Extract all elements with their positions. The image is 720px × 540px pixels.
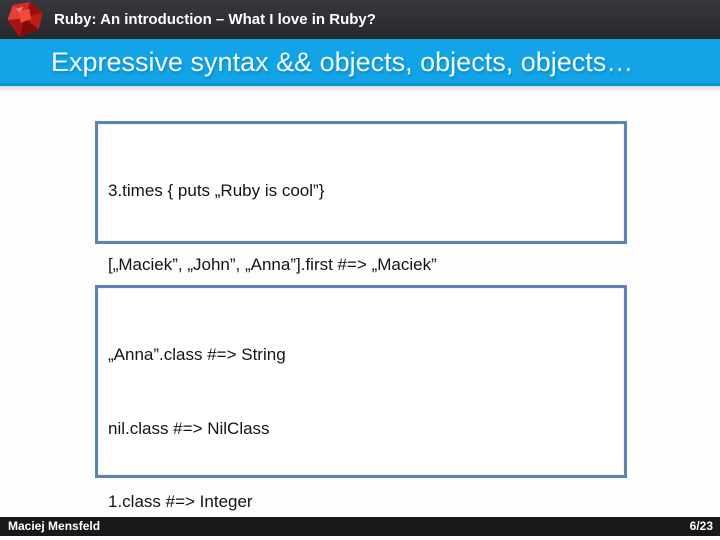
header-bar: Ruby: An introduction – What I love in R…	[0, 0, 720, 39]
code-line: 1.class #=> Integer	[108, 492, 253, 511]
footer-author: Maciej Mensfeld	[8, 519, 101, 533]
title-bar-shadow	[0, 86, 720, 92]
footer-page-number: 6/23	[689, 519, 713, 533]
ruby-logo-icon	[7, 1, 43, 38]
code-line: „Anna”.class #=> String	[108, 345, 286, 364]
code-box-object-classes: „Anna”.class #=> String nil.class #=> Ni…	[95, 285, 627, 511]
code-line: [„Maciek”, „John”, „Anna”].first #=> „Ma…	[108, 254, 437, 274]
slide-title: Expressive syntax && objects, objects, o…	[51, 47, 634, 77]
header-title: Ruby: An introduction – What I love in R…	[54, 11, 376, 28]
title-bar: Expressive syntax && objects, objects, o…	[0, 39, 720, 86]
code-box-expressive-syntax: 3.times { puts „Ruby is cool”} [„Maciek”…	[95, 121, 627, 421]
code-line: nil.class #=> NilClass	[108, 418, 270, 438]
title-bar-bottom-edge	[0, 83, 720, 86]
code-line: 3.times { puts „Ruby is cool”}	[108, 181, 325, 200]
title-bar-background: Expressive syntax && objects, objects, o…	[0, 39, 720, 83]
footer-bar: Maciej Mensfeld 6/23	[0, 517, 720, 536]
